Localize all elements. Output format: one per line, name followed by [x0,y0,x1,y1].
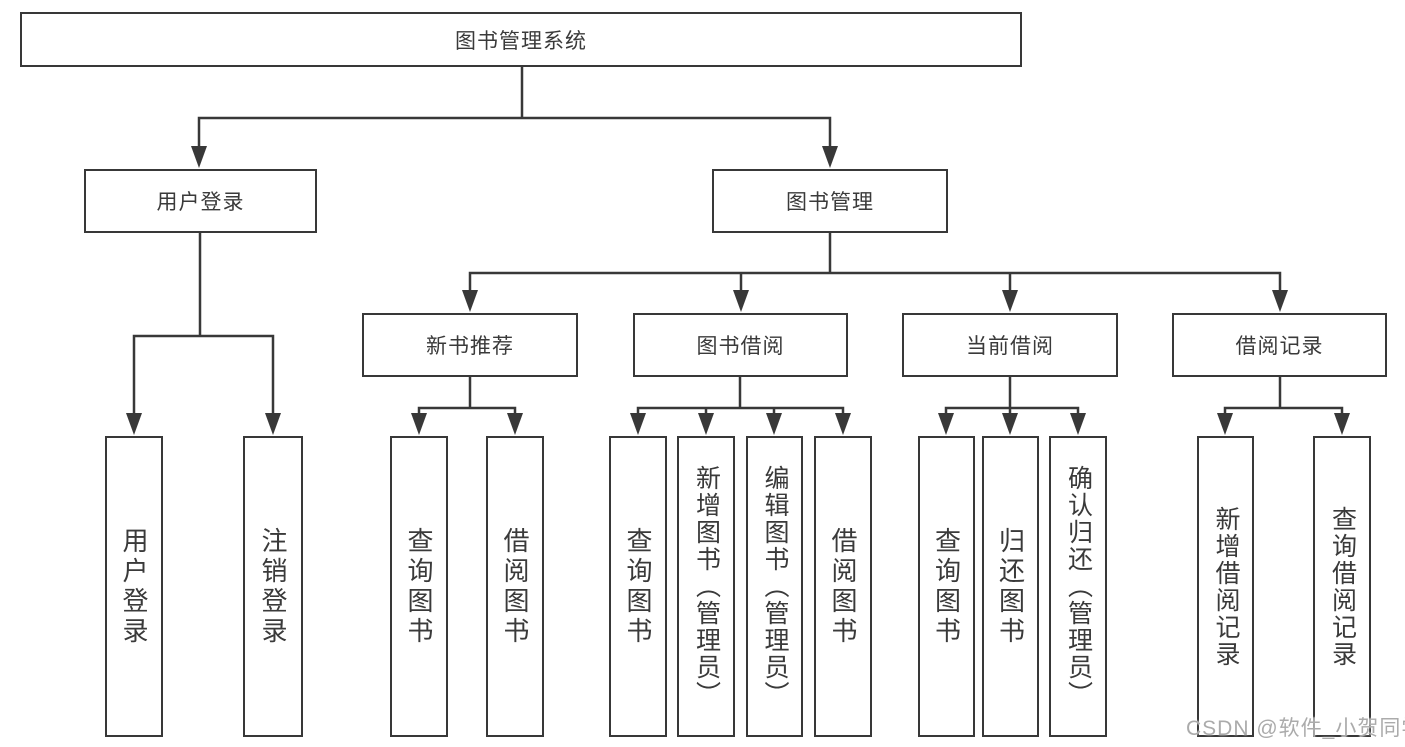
node-label: 查询借阅记录 [1328,505,1357,668]
connector-root-to-l2 [197,64,832,151]
leaf-query-borrow-record: 查询借阅记录 [1313,436,1371,737]
leaf-add-book-admin: 新增图书（管理员） [677,436,735,737]
leaf-return-book: 归还图书 [982,436,1039,737]
leaf-borrow-books-recommend: 借阅图书 [486,436,544,737]
node-label: 新书推荐 [426,335,514,358]
node-label: 用户登录 [119,526,149,647]
leaf-edit-book-admin: 编辑图书（管理员） [746,436,803,737]
node-current-borrowing: 当前借阅 [902,313,1118,377]
connector-userlogin-to-leaves [132,231,275,418]
leaf-query-books-current: 查询图书 [918,436,975,737]
node-label: 图书管理 [786,191,874,214]
node-label: 借阅记录 [1235,335,1324,358]
node-label: 查询图书 [623,526,653,647]
leaf-query-books-borrowing: 查询图书 [609,436,667,737]
leaf-logout: 注销登录 [243,436,303,737]
node-user-login: 用户登录 [84,169,317,233]
node-label: 注销登录 [258,526,288,647]
node-new-book-recommendation: 新书推荐 [362,313,578,377]
node-label: 当前借阅 [966,335,1054,358]
node-label: 借阅图书 [828,526,858,647]
node-book-borrowing: 图书借阅 [633,313,848,377]
node-label: 编辑图书（管理员） [761,465,789,708]
connector-records-to-leaves [1223,375,1344,418]
node-library-management-system: 图书管理系统 [20,12,1022,67]
node-label: 用户登录 [156,191,245,214]
leaf-borrow-books: 借阅图书 [814,436,872,737]
leaf-user-login: 用户登录 [105,436,163,737]
leaf-add-borrow-record: 新增借阅记录 [1197,436,1254,737]
node-label: 图书借阅 [696,335,785,358]
node-label: 借阅图书 [500,526,530,647]
connector-bookmgmt-to-l3 [468,231,1282,295]
node-label: 新增图书（管理员） [692,465,721,708]
watermark-text: CSDN @软件_小贺同学 [1186,717,1405,740]
node-label: 新增借阅记录 [1212,505,1240,668]
node-label: 确认归还（管理员） [1064,465,1093,708]
node-label: 归还图书 [995,526,1026,647]
node-borrowing-records: 借阅记录 [1172,313,1387,377]
node-label: 查询图书 [404,526,434,647]
leaf-confirm-return-admin: 确认归还（管理员） [1049,436,1107,737]
node-label: 图书管理系统 [455,29,587,53]
leaf-query-books-recommend: 查询图书 [390,436,448,737]
node-book-management: 图书管理 [712,169,948,233]
connector-current-to-leaves [944,375,1080,418]
connector-borrowing-to-leaves [636,375,845,418]
connector-newbook-to-leaves [417,375,517,418]
node-label: 查询图书 [931,526,962,647]
